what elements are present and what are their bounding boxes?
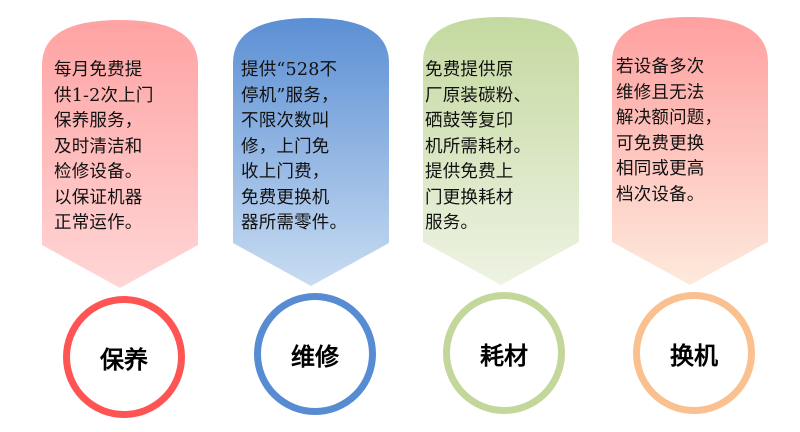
card-description: 提供“528不 停机”服务， 不限次数叫 修，上门免 收上门费， 免费更换机 器… bbox=[241, 60, 348, 233]
card-description: 每月免费提 供1-2次上门 保养服务， 及时清洁和 检修设备。 以保证机器 正常… bbox=[54, 60, 154, 233]
pentagon-banner-shape bbox=[233, 18, 389, 286]
card-description: 若设备多次 维修且无法 解决额问题， 可免费更换 相同或更高 档次设备。 bbox=[616, 57, 723, 205]
pentagon-banner-shape bbox=[423, 17, 579, 285]
ring-label: 耗材 bbox=[480, 341, 528, 370]
card-replacement: 若设备多次 维修且无法 解决额问题， 可免费更换 相同或更高 档次设备。 bbox=[612, 17, 768, 287]
ring-repair: 维修 bbox=[254, 293, 376, 415]
pentagon-banner-shape bbox=[42, 20, 198, 288]
ring-label: 维修 bbox=[291, 342, 339, 371]
pentagon-banner-shape bbox=[612, 17, 768, 285]
card-consumables: 免费提供原 厂原装碳粉、 硒鼓等复印 机所需耗材。 提供免费上 门更换耗材 服务… bbox=[423, 17, 579, 287]
ring-label: 换机 bbox=[670, 341, 718, 370]
ring-label: 保养 bbox=[100, 345, 148, 374]
ring-consumables: 耗材 bbox=[443, 292, 565, 414]
card-maintenance: 每月免费提 供1-2次上门 保养服务， 及时清洁和 检修设备。 以保证机器 正常… bbox=[42, 20, 198, 290]
card-repair: 提供“528不 停机”服务， 不限次数叫 修，上门免 收上门费， 免费更换机 器… bbox=[233, 18, 389, 288]
ring-maintenance: 保养 bbox=[63, 296, 185, 418]
ring-replacement: 换机 bbox=[633, 292, 755, 414]
card-description: 免费提供原 厂原装碳粉、 硒鼓等复印 机所需耗材。 提供免费上 门更换耗材 服务… bbox=[425, 60, 532, 233]
